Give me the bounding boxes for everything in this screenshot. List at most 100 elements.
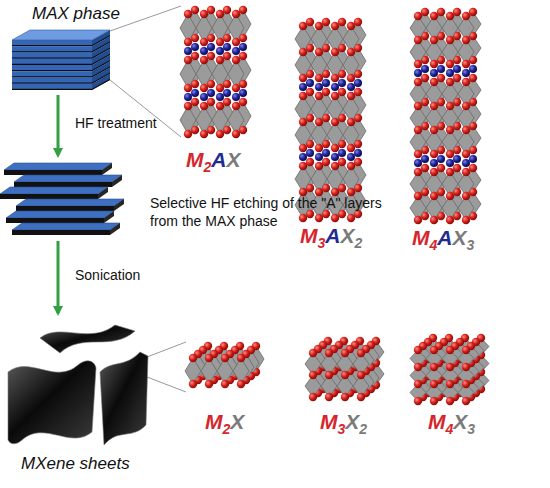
m-atom xyxy=(325,393,333,401)
m-atom xyxy=(414,397,422,405)
m-atom xyxy=(325,349,333,357)
m-atom xyxy=(205,354,213,362)
m-atom xyxy=(299,118,307,126)
m-atom xyxy=(414,78,422,86)
m-atom xyxy=(309,393,317,401)
m-atom xyxy=(221,354,229,362)
a-atom xyxy=(437,155,445,163)
a-atom xyxy=(200,47,208,55)
a-atom xyxy=(306,149,314,157)
leader-line xyxy=(110,6,181,31)
m-atom xyxy=(446,78,454,86)
block-layer xyxy=(12,78,92,84)
edge-label: Sonication xyxy=(75,267,140,283)
m-atom xyxy=(205,380,213,388)
m-atom xyxy=(414,12,422,20)
m-atom xyxy=(200,130,208,138)
m-atom xyxy=(430,363,438,371)
m-atom xyxy=(315,48,323,56)
a-atom xyxy=(437,65,445,73)
m-atom xyxy=(184,102,192,110)
a-atom xyxy=(338,79,346,87)
illustration-node: MAX phase xyxy=(10,4,120,92)
block-layer-line xyxy=(12,64,92,65)
m-atom xyxy=(414,168,422,176)
m-atom xyxy=(430,380,438,388)
m-atom xyxy=(232,102,240,110)
plate-top xyxy=(16,199,124,206)
m-atom xyxy=(299,48,307,56)
block-layer xyxy=(12,46,92,52)
m-atom xyxy=(184,38,192,46)
a-atom xyxy=(191,89,199,97)
m-atom xyxy=(331,144,339,152)
a-atom xyxy=(421,65,429,73)
m-atom xyxy=(331,118,339,126)
a-atom xyxy=(331,153,339,161)
a-atom xyxy=(414,69,422,77)
m-atom xyxy=(315,214,323,222)
m-atom xyxy=(462,397,470,405)
process-arrow xyxy=(57,241,60,313)
a-atom xyxy=(446,159,454,167)
m-atom xyxy=(414,216,422,224)
a-atom xyxy=(347,83,355,91)
block-side xyxy=(92,74,110,90)
plate-top xyxy=(14,175,122,182)
m-atom xyxy=(331,214,339,222)
m-atom xyxy=(446,60,454,68)
sheet xyxy=(40,325,135,353)
m-atom xyxy=(462,216,470,224)
a-atom xyxy=(207,89,215,97)
plate-side xyxy=(104,211,114,223)
plate-top xyxy=(0,187,108,194)
plate-side xyxy=(102,163,112,175)
m4x3-sheet xyxy=(410,334,489,405)
formula-part: 3 xyxy=(338,421,346,437)
m-atom xyxy=(446,192,454,200)
m-atom xyxy=(430,150,438,158)
octahedron xyxy=(228,14,244,42)
formula-label: M2X xyxy=(205,410,244,437)
formula-part: A xyxy=(437,226,452,249)
block-layer xyxy=(12,53,92,59)
a-atom xyxy=(421,155,429,163)
block-layer-line xyxy=(12,89,92,90)
m-atom xyxy=(200,102,208,110)
m-atom xyxy=(216,102,224,110)
formula-part: M xyxy=(320,410,338,433)
m-atom xyxy=(462,102,470,110)
m-atom xyxy=(430,192,438,200)
m-atom xyxy=(347,92,355,100)
m-atom xyxy=(347,144,355,152)
m-atom xyxy=(446,346,454,354)
m-atom xyxy=(357,393,365,401)
m-atom xyxy=(315,118,323,126)
m-atom xyxy=(184,130,192,138)
a-atom xyxy=(446,69,454,77)
m2x-sheet xyxy=(185,342,264,388)
a-atom xyxy=(462,69,470,77)
plate-edge xyxy=(12,230,110,235)
a-atom xyxy=(453,65,461,73)
m-atom xyxy=(331,188,339,196)
m2ax-crystal xyxy=(180,6,251,138)
m-atom xyxy=(347,22,355,30)
formula-label: M3X2 xyxy=(320,410,367,437)
m-atom xyxy=(430,126,438,134)
a-atom xyxy=(232,93,240,101)
a-atom xyxy=(232,47,240,55)
m-atom xyxy=(430,60,438,68)
plate-edge xyxy=(16,206,114,211)
m-atom xyxy=(462,12,470,20)
m-atom xyxy=(446,126,454,134)
m-atom xyxy=(446,150,454,158)
octahedron xyxy=(180,14,196,42)
m-atom xyxy=(446,216,454,224)
m-atom xyxy=(331,22,339,30)
m-atom xyxy=(341,371,349,379)
plate-top xyxy=(12,223,120,230)
max-phase-block xyxy=(12,30,110,90)
a-atom xyxy=(453,155,461,163)
